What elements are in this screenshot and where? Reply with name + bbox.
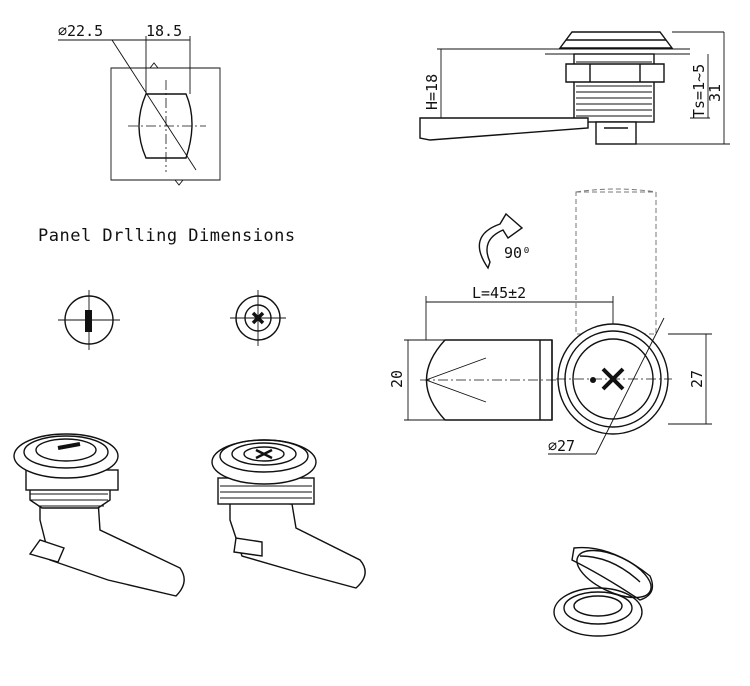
cross-key-symbol (230, 290, 286, 346)
cam-lock-slot-illustration (13, 433, 185, 597)
slot-key-symbol (58, 290, 120, 350)
panel-cutout-drawing: ⌀22.5 18.5 (58, 22, 221, 186)
total-height-dimension-label: 31 (706, 84, 724, 102)
rotation-label: 90⁰ (504, 244, 531, 262)
body-diameter-label: ⌀27 (548, 437, 575, 455)
lever-length-label: L=45±2 (472, 284, 526, 302)
dust-cover-illustration (553, 546, 654, 637)
hole-width-label: 18.5 (146, 22, 182, 40)
thickness-dimension-label: Ts=1~5 (690, 64, 708, 118)
lever-width-label: 20 (388, 370, 406, 388)
side-view-drawing: H=18 Ts=1~5 31 (419, 31, 730, 145)
panel-drilling-title: Panel Drlling Dimensions (38, 226, 296, 246)
body-width-label: 27 (688, 370, 706, 388)
height-dimension-label: H=18 (423, 74, 441, 110)
top-view-drawing: 90⁰ L=45±2 20 27 ⌀27 (388, 188, 712, 455)
hole-diameter-label: ⌀22.5 (58, 22, 103, 40)
cam-lock-cross-illustration (211, 439, 366, 589)
